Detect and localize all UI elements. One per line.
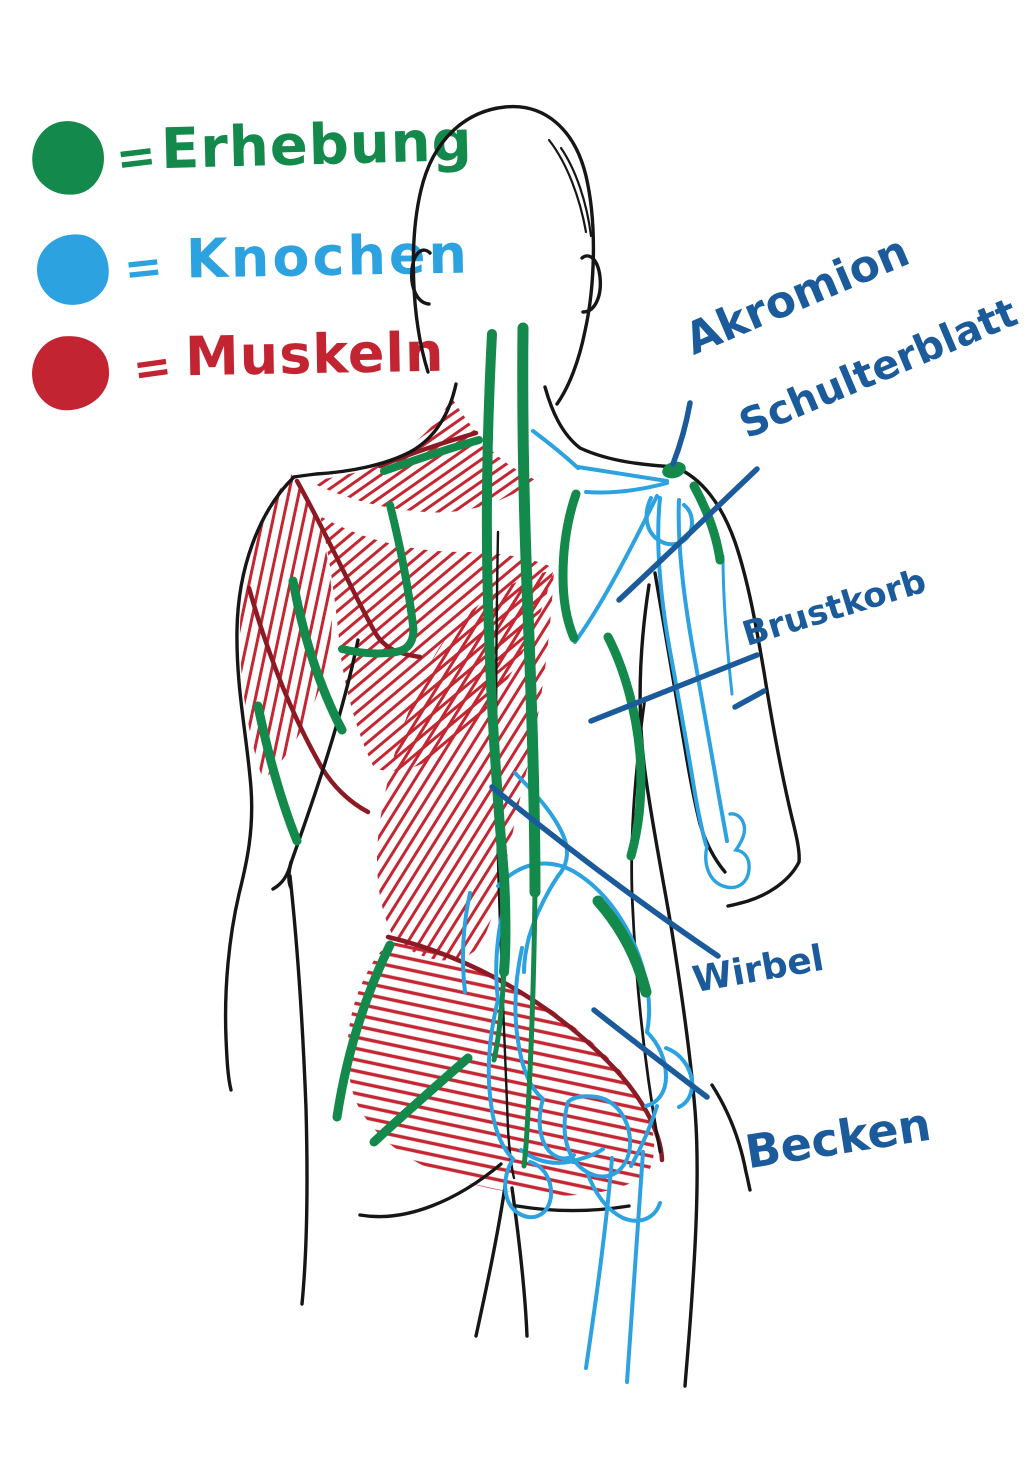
trapezius-elevation-line	[380, 436, 483, 475]
left-gluteal-fold	[358, 1162, 503, 1219]
deltoid-boundary	[246, 585, 371, 815]
femur-neck-line	[629, 1104, 659, 1168]
wirbel-leader-line	[489, 784, 721, 959]
gluteal-elevation-line-outer	[332, 940, 395, 1122]
humerus-right-edge	[676, 498, 729, 843]
right-gluteal-fold	[515, 1204, 631, 1213]
label-becken: Becken	[742, 1097, 935, 1180]
scapular-spine-lower	[584, 481, 669, 495]
right-scapula-medial-elevation	[558, 489, 581, 643]
rib-line	[721, 554, 734, 696]
right-shoulder-lateral-elevation	[689, 481, 725, 565]
right-flank-elevation	[603, 632, 646, 861]
elevation-layer	[253, 322, 725, 1169]
olecranon-outline	[704, 812, 751, 890]
latissimus-muscle-hatch	[376, 570, 554, 961]
greater-trochanter-outline	[664, 1046, 695, 1109]
annotation-labels: Akromion Schulterblatt Brustkorb Wirbel …	[678, 226, 1024, 1180]
hip-socket-outline	[644, 1030, 669, 1108]
sacroiliac-joint-line	[537, 1097, 576, 1161]
gluteus-top-boundary	[385, 934, 665, 1163]
acromion-elevation-mark	[662, 461, 686, 479]
right-hip-bulge-line	[710, 1083, 752, 1192]
sacrum-top-line	[522, 874, 560, 974]
sacrum-left-edge	[486, 900, 515, 1161]
left-neck-shoulder-outline	[292, 382, 458, 479]
axillary-elevation-line	[288, 576, 347, 735]
femur-shaft-right-edge	[625, 1150, 645, 1384]
ischium-right-curl	[585, 1170, 662, 1223]
scapular-spine-upper	[576, 465, 669, 483]
right-arm-outer-outline	[673, 465, 801, 908]
head-detail-line	[559, 146, 593, 238]
ischium-left-curl	[503, 1157, 554, 1220]
right-ear-outline	[580, 254, 603, 314]
label-brustkorb: Brustkorb	[738, 561, 931, 655]
left-arm-outer-outline	[223, 475, 296, 1092]
becken-leader-line	[591, 1007, 710, 1100]
deltoid-muscle-hatch	[239, 474, 333, 780]
body-outline	[223, 104, 801, 1388]
ischium-bottom-arc	[519, 1147, 605, 1165]
obturator-foramen-outline	[562, 1094, 633, 1179]
schulterblatt-leader-line	[616, 466, 760, 603]
clavicle-line	[531, 429, 580, 470]
scapula-lateral-border	[573, 494, 659, 644]
gluteal-cleft-right	[510, 1186, 529, 1338]
gluteus-muscle-hatch	[347, 942, 655, 1196]
left-ear-outline	[409, 248, 432, 306]
deltoid-elevation-line	[253, 701, 302, 846]
spine-elevation-line-right-tail	[521, 889, 538, 1169]
akromion-leader-line	[670, 400, 693, 467]
label-wirbel: Wirbel	[690, 938, 827, 1001]
spine-elevation-line-right	[517, 322, 541, 898]
spine-elevation-line-left	[481, 329, 511, 977]
left-elbow-crease	[271, 860, 293, 891]
brustkorb-tick-mark	[732, 688, 767, 710]
head-detail-line	[547, 138, 588, 234]
gluteal-elevation-line-inner	[369, 1053, 473, 1147]
brustkorb-leader-line	[588, 652, 760, 724]
right-neck-shoulder-outline	[543, 385, 677, 469]
muscle-layer	[239, 398, 655, 1196]
infraspinatus-muscle-hatch	[320, 516, 554, 771]
iliac-crest-elevation	[592, 895, 652, 998]
head-outline	[411, 104, 596, 406]
left-scapula-elevation-line	[338, 501, 418, 658]
gluteal-cleft-left	[474, 1178, 508, 1338]
spine-elevation-line-left-tail	[491, 969, 507, 1063]
left-hip-thigh-outline	[288, 874, 309, 1306]
bone-layer	[460, 429, 751, 1384]
leader-lines	[489, 400, 767, 1100]
femur-shaft-left-edge	[584, 1156, 614, 1370]
iliac-crest-left-edge	[460, 891, 472, 994]
